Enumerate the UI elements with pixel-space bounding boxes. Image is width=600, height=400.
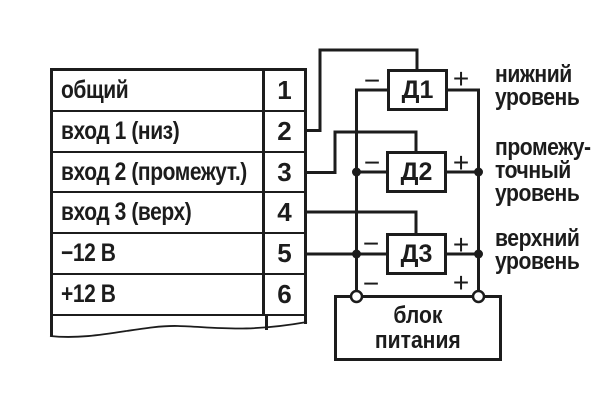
terminal-label: вход 1 (низ) [61, 116, 180, 145]
sensor-d1-box: Д1 [387, 69, 448, 111]
psu-plus-terminal-circle [471, 289, 486, 304]
terminal-number: 5 [262, 234, 304, 274]
terminal-label: −12 В [61, 239, 116, 268]
level-label-high: верхний уровень [495, 225, 580, 275]
psu-minus-sign: − [362, 268, 380, 299]
sensor-d2-label: Д2 [400, 157, 433, 186]
wire-input1 [306, 48, 419, 132]
level-label-mid: промежу- точный уровень [495, 134, 591, 207]
terminal-number: 4 [262, 193, 304, 233]
d2-minus-sign: − [363, 147, 381, 178]
terminal-number: 2 [262, 111, 304, 151]
psu-minus-terminal-circle [349, 289, 364, 304]
junction-dot [352, 249, 361, 259]
d3-plus-sign: + [452, 229, 470, 260]
psu-plus-sign: + [452, 267, 470, 298]
power-supply-label-line2: питания [375, 327, 461, 354]
d1-minus-sign: − [363, 65, 381, 96]
terminal-table: общий 1 вход 1 (низ) 2 вход 2 (промежут.… [50, 68, 307, 316]
power-supply-box: блок питания [334, 295, 502, 361]
junction-dot [474, 249, 483, 259]
sensor-d3-label: Д3 [400, 239, 433, 268]
level-label-low: нижний уровень [495, 61, 580, 111]
terminal-label: вход 2 (промежут.) [61, 157, 247, 186]
table-row: −12 В 5 [53, 232, 304, 274]
table-tear-wave [49, 321, 308, 338]
d3-minus-sign: − [362, 228, 380, 259]
terminal-number: 1 [262, 71, 304, 110]
sensor-d2-box: Д2 [386, 151, 447, 193]
sensor-d3-box: Д3 [386, 233, 447, 275]
table-row: вход 3 (верх) 4 [53, 191, 304, 233]
terminal-label: +12 В [61, 280, 116, 309]
wire-minus-bus [355, 88, 387, 297]
d2-plus-sign: + [452, 147, 470, 178]
d1-plus-sign: + [452, 63, 470, 94]
sensor-d1-label: Д1 [401, 75, 434, 104]
wire-input2 [306, 130, 418, 174]
junction-dot [474, 167, 483, 177]
table-row: общий 1 [53, 71, 304, 110]
wire-plus-bus [447, 88, 480, 297]
terminal-number: 6 [262, 275, 304, 314]
junction-dot [352, 167, 361, 177]
table-row: вход 2 (промежут.) 3 [53, 150, 304, 192]
power-supply-label-line1: блок [393, 302, 443, 329]
terminal-number: 3 [262, 152, 304, 192]
table-row: +12 В 6 [53, 273, 304, 314]
table-row: вход 1 (низ) 2 [53, 109, 304, 151]
terminal-label: общий [61, 75, 129, 104]
wire-input3 [306, 210, 418, 233]
terminal-label: вход 3 (верх) [61, 198, 192, 227]
